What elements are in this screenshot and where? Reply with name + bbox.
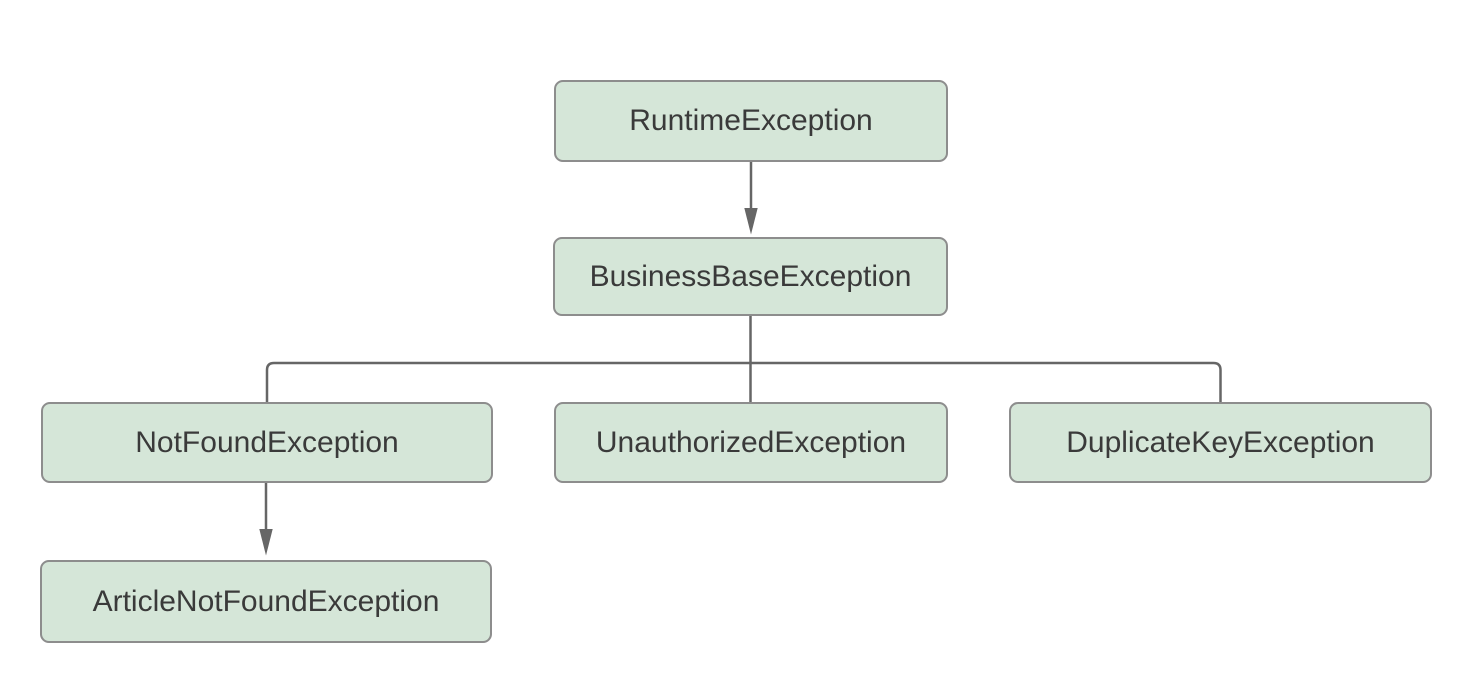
node-duplicate-key-exception: DuplicateKeyException	[1009, 402, 1432, 483]
node-business-base-exception: BusinessBaseException	[553, 237, 948, 316]
node-label: ArticleNotFoundException	[92, 584, 440, 618]
node-label: UnauthorizedException	[595, 425, 907, 459]
arrowhead-businessbase	[744, 208, 758, 235]
edge-businessbase-to-notfound	[265, 361, 751, 402]
edge-businessbase-to-duplicatekey	[750, 361, 1222, 402]
node-article-not-found-exception: ArticleNotFoundException	[40, 560, 492, 643]
node-label: DuplicateKeyException	[1066, 425, 1375, 459]
node-label: NotFoundException	[135, 425, 399, 459]
arrowhead-articlenotfound	[259, 529, 273, 556]
node-label: RuntimeException	[629, 104, 873, 137]
node-label: BusinessBaseException	[589, 259, 912, 293]
node-runtime-exception: RuntimeException	[554, 80, 948, 162]
node-unauthorized-exception: UnauthorizedException	[554, 402, 948, 483]
node-not-found-exception: NotFoundException	[41, 402, 493, 483]
